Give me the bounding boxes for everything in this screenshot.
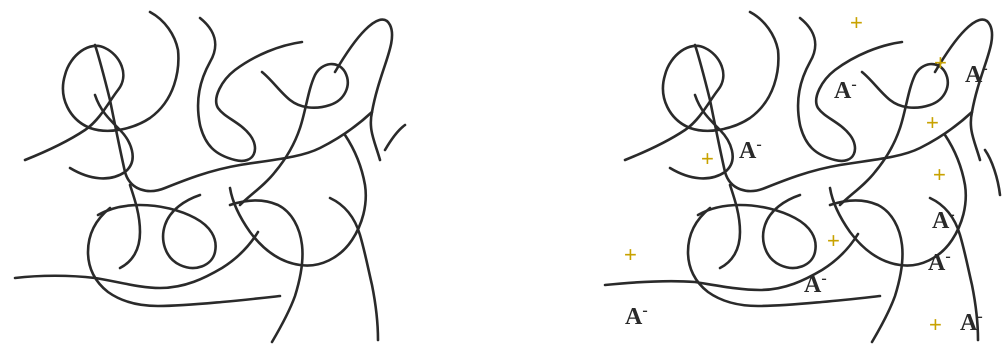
anion-label: A- (960, 308, 983, 336)
polymer-chain (230, 200, 303, 342)
anion-label: A- (928, 248, 951, 276)
cation-symbol: + (933, 162, 946, 187)
polymer-chain (198, 18, 302, 161)
polymer-chain (698, 195, 816, 268)
charged-network-panel: + + A- A- + A- + + A- + A- A- + A- + (605, 10, 1000, 342)
polymer-chain (688, 208, 880, 306)
polymer-chain (985, 150, 1000, 195)
polymer-chain (720, 185, 740, 268)
cation-symbol: + (701, 146, 714, 171)
anion-label: A- (625, 302, 648, 330)
anion-label: A- (739, 136, 762, 164)
polymer-chain (95, 45, 372, 191)
polymer-chain (330, 198, 378, 340)
anion-label: A- (804, 270, 827, 298)
cation-symbol: + (929, 312, 942, 337)
polymer-chain (830, 200, 903, 342)
anion-label: A- (965, 60, 988, 88)
anion-label: A- (932, 206, 955, 234)
cation-symbol: + (926, 110, 939, 135)
polymer-chain (385, 125, 405, 150)
polymer-chain (120, 185, 140, 268)
polymer-chain (15, 232, 258, 288)
cation-symbol: + (827, 228, 840, 253)
polymer-chain (25, 12, 178, 160)
polymer-chain (935, 20, 992, 160)
polymer-chain (88, 208, 280, 306)
anion-label: A- (834, 76, 857, 104)
polymer-chain (240, 64, 348, 205)
polymer-chain (98, 195, 216, 268)
neutral-network-panel (15, 12, 405, 342)
polymer-chain (335, 20, 392, 160)
cation-symbol: + (850, 10, 863, 35)
cation-symbol: + (934, 50, 947, 75)
cation-symbol: + (624, 242, 637, 267)
